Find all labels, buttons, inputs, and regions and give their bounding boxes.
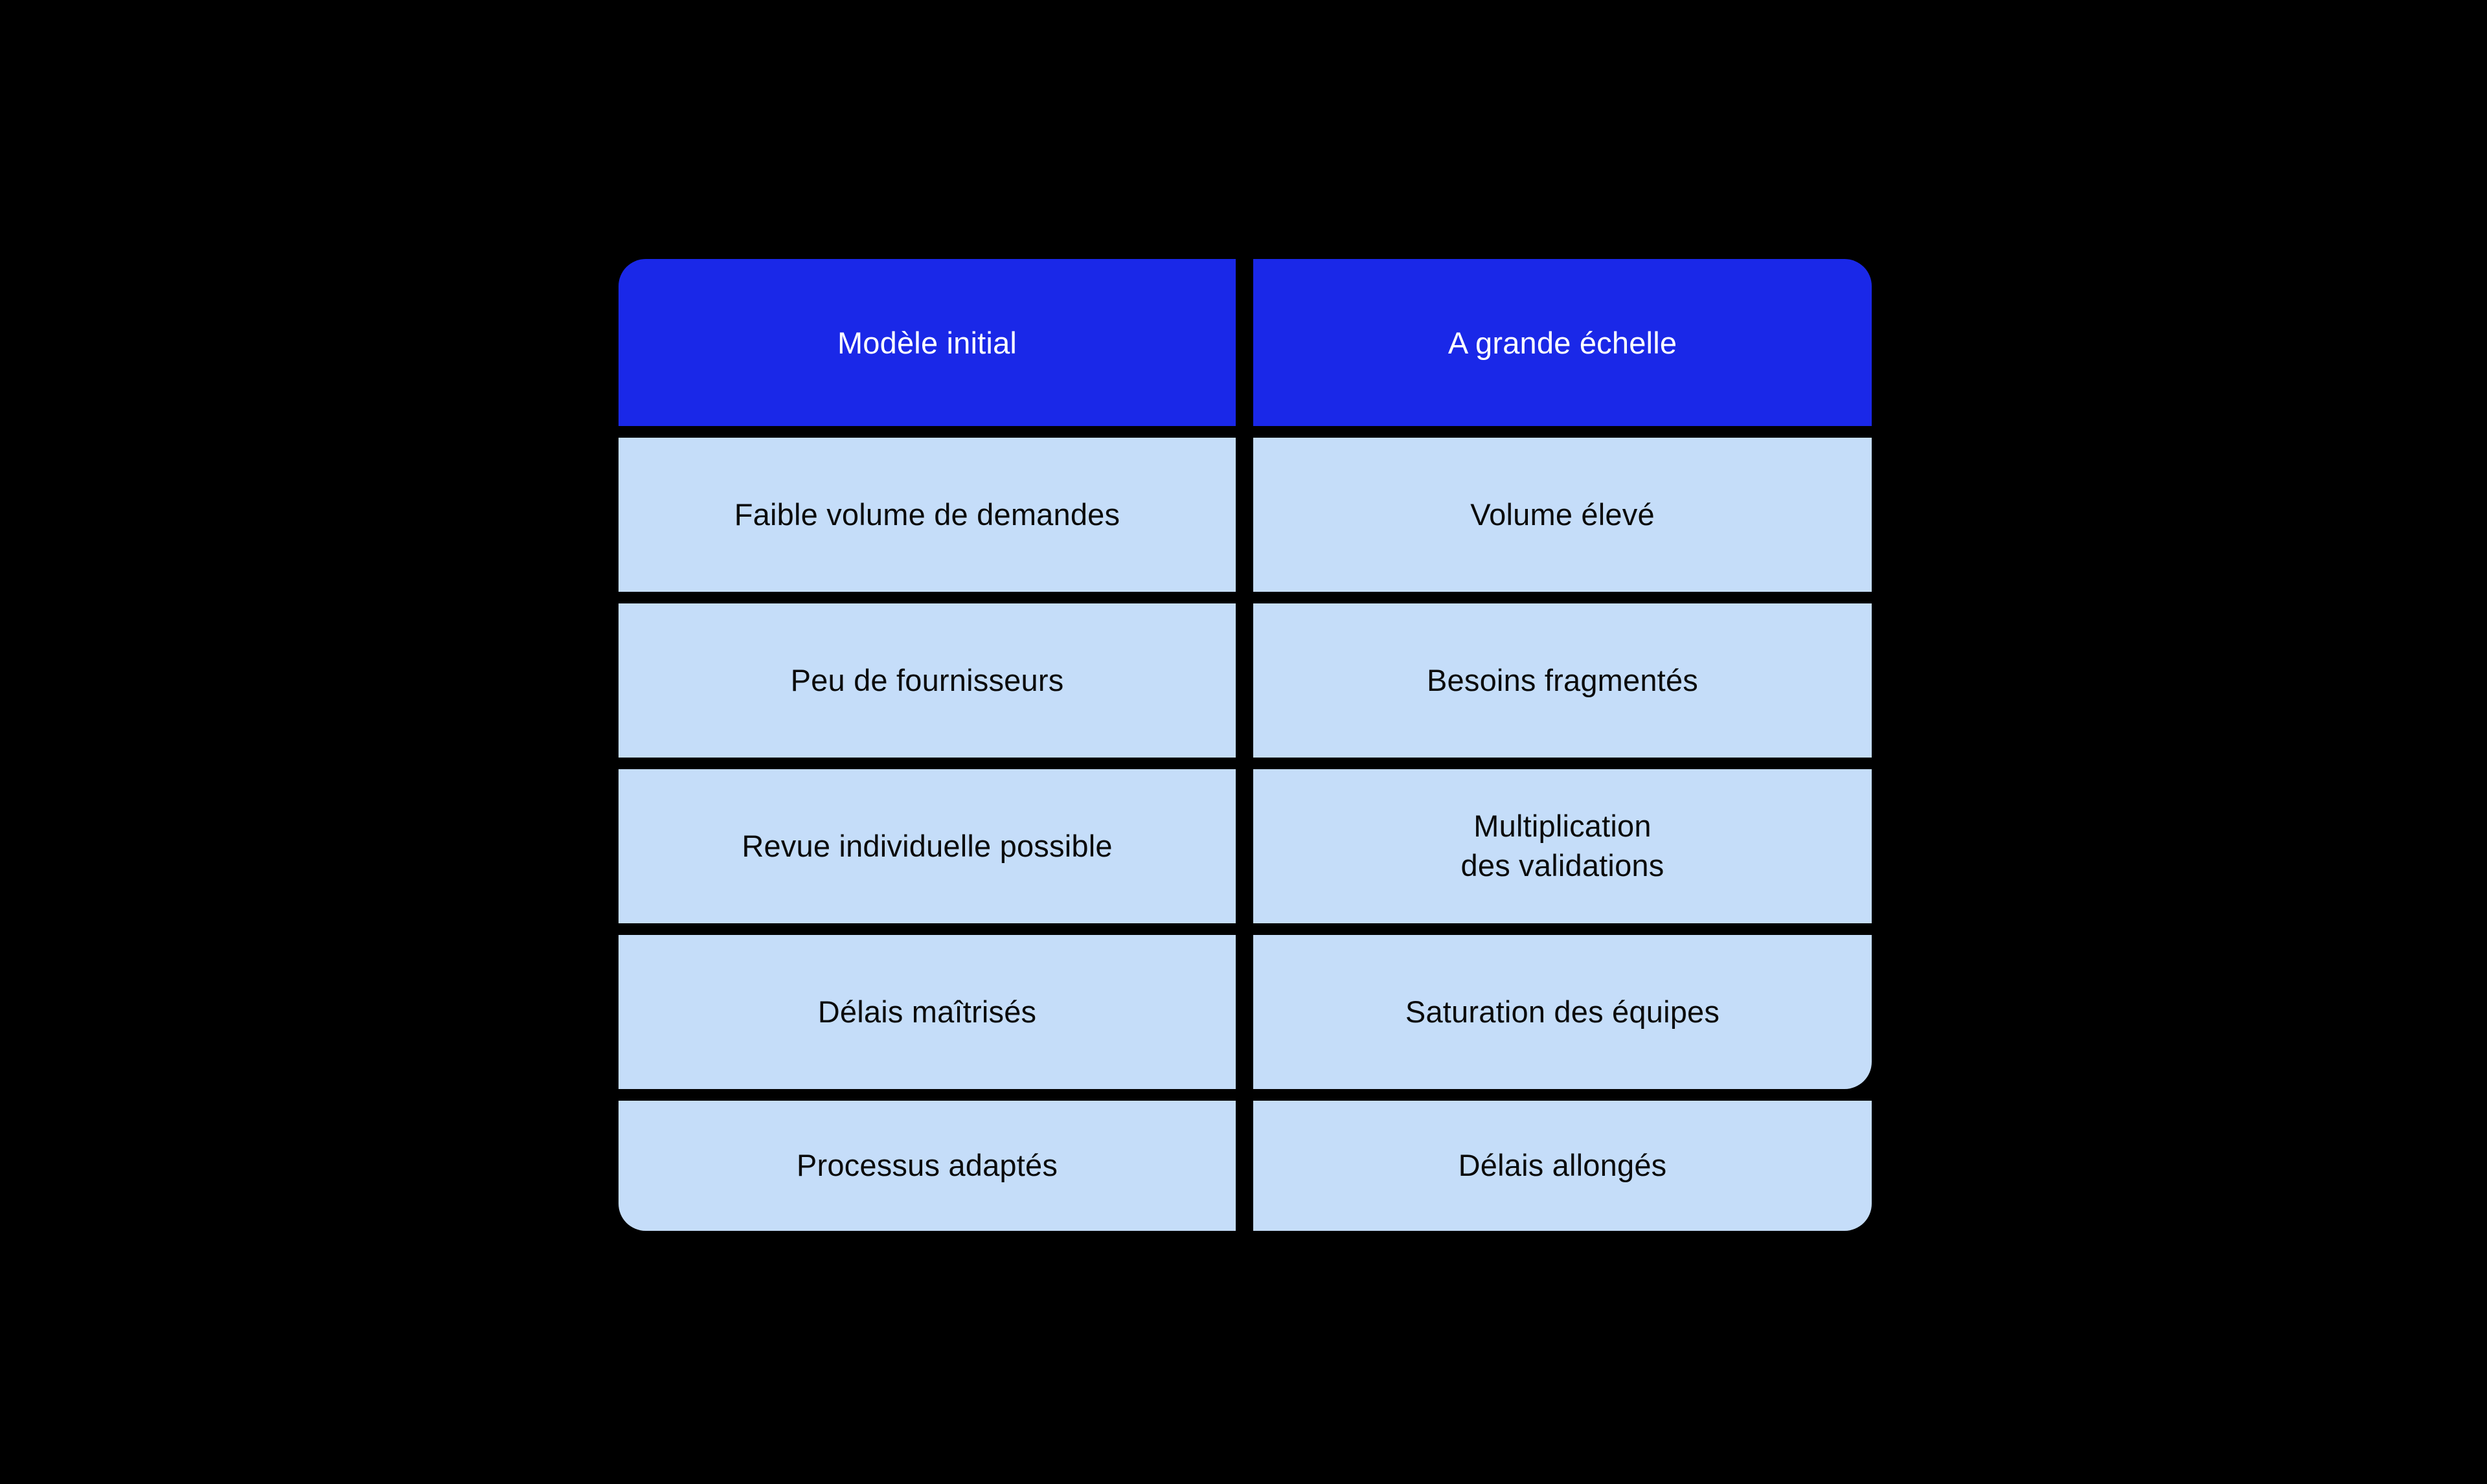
cell-text-right-1: Volume élevé <box>1470 497 1655 532</box>
row-divider-1 <box>619 592 1236 603</box>
table-row: Peu de fournisseurs <box>619 603 1236 758</box>
table-row: Faible volume de demandes <box>619 438 1236 592</box>
column-divider-2 <box>1236 603 1253 758</box>
row-divider-4-right <box>1253 1089 1872 1101</box>
row-divider-3-right <box>1253 923 1872 935</box>
table-row: Saturation des équipes <box>1253 935 1872 1089</box>
header-label-right: A grande échelle <box>1448 325 1677 360</box>
table-header-cell-grande-echelle: A grande échelle <box>1253 259 1872 426</box>
row-divider-2 <box>619 758 1236 769</box>
cell-text-right-4: Saturation des équipes <box>1405 994 1720 1029</box>
cell-text-left-5: Processus adaptés <box>796 1148 1058 1183</box>
cell-text-left-4: Délais maîtrisés <box>817 994 1037 1029</box>
column-divider-3 <box>1236 769 1253 923</box>
row-divider-1-right <box>1253 592 1872 603</box>
cell-text-right-2: Besoins fragmentés <box>1427 662 1698 697</box>
table-row: Volume élevé <box>1253 438 1872 592</box>
table-header-cell-modele-initial: Modèle initial <box>619 259 1236 426</box>
table-row: Besoins fragmentés <box>1253 603 1872 758</box>
cell-text-left-2: Peu de fournisseurs <box>790 662 1064 697</box>
row-divider-3 <box>619 923 1236 935</box>
table-row: Processus adaptés <box>619 1101 1236 1231</box>
row-divider-4-mid <box>1236 1089 1253 1101</box>
table-row: Délais maîtrisés <box>619 935 1236 1089</box>
row-divider-3-mid <box>1236 923 1253 935</box>
cell-text-right-5: Délais allongés <box>1458 1148 1667 1183</box>
table-row: Délais allongés <box>1253 1101 1872 1231</box>
comparison-table: Modèle initial A grande échelle Faible v… <box>619 259 1872 1231</box>
header-label-left: Modèle initial <box>837 325 1017 360</box>
row-divider-2-mid <box>1236 758 1253 769</box>
cell-text-right-3: Multiplication des validations <box>1460 809 1664 883</box>
cell-text-left-3: Revue individuelle possible <box>742 828 1113 863</box>
table-row: Revue individuelle possible <box>619 769 1236 923</box>
row-divider-1-mid <box>1236 592 1253 603</box>
column-divider-5 <box>1236 1101 1253 1231</box>
cell-text-left-1: Faible volume de demandes <box>734 497 1120 532</box>
column-divider-header <box>1236 259 1253 426</box>
table-row: Multiplication des validations <box>1253 769 1872 923</box>
row-divider-0-mid <box>1236 426 1253 438</box>
row-divider-0-right <box>1253 426 1872 438</box>
row-divider-0 <box>619 426 1236 438</box>
row-divider-4 <box>619 1089 1236 1101</box>
column-divider-4 <box>1236 935 1253 1089</box>
row-divider-2-right <box>1253 758 1872 769</box>
column-divider-1 <box>1236 438 1253 592</box>
